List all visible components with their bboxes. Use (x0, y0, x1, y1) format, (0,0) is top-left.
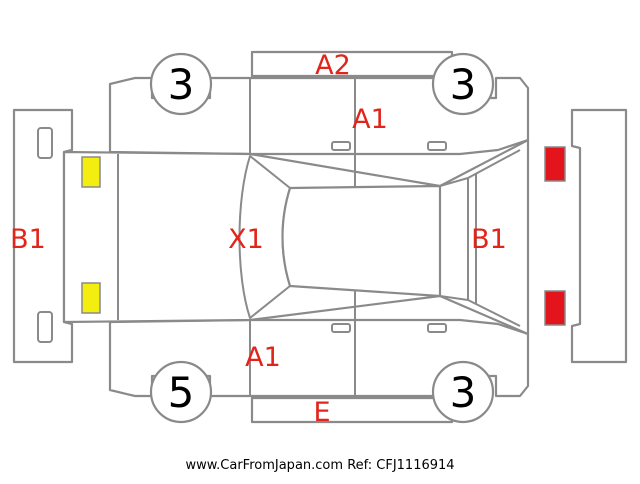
door-handle (331, 141, 351, 151)
front-bumper-slot (37, 311, 53, 343)
damage-code-front-bumper: B1 (10, 224, 46, 255)
wheel-front-right-rating: 5 (168, 368, 195, 417)
taillight-marker (544, 290, 566, 326)
headlight-marker (81, 156, 101, 188)
wheel-rear-left (431, 52, 495, 116)
wheel-rear-left-rating: 3 (450, 60, 477, 109)
footer-site: www.CarFromJapan.com (185, 458, 344, 473)
rear-bumper-outline (570, 108, 628, 364)
door-handle (427, 323, 447, 333)
footer-watermark: www.CarFromJapan.com Ref: CFJ1116914 (0, 458, 640, 473)
damage-code-door-lower: A1 (245, 342, 281, 373)
front-bumper-slot (37, 127, 53, 159)
upper-roof-rail (250, 50, 454, 78)
wheel-rear-right-rating: 3 (450, 368, 477, 417)
rear-pillar-line (467, 299, 521, 327)
damage-code-sill: E (313, 397, 330, 428)
wheel-front-left (149, 52, 213, 116)
lower-roof-rail (250, 396, 454, 424)
roof-outline (281, 184, 442, 298)
door-handle (427, 141, 447, 151)
damage-code-roof-top: A2 (315, 50, 351, 81)
headlight-marker (81, 282, 101, 314)
damage-code-hood: X1 (228, 224, 264, 255)
wheel-front-right (149, 360, 213, 424)
taillight-marker (544, 146, 566, 182)
wheel-rear-right (431, 360, 495, 424)
damage-code-rear-bumper: B1 (471, 224, 507, 255)
footer-ref: Ref: CFJ1116914 (347, 458, 455, 473)
wheel-front-left-rating: 3 (168, 60, 195, 109)
rear-pillar-line (467, 149, 521, 179)
rear-window-outline (439, 177, 469, 301)
door-handle (331, 323, 351, 333)
damage-code-door-upper: A1 (352, 104, 388, 135)
